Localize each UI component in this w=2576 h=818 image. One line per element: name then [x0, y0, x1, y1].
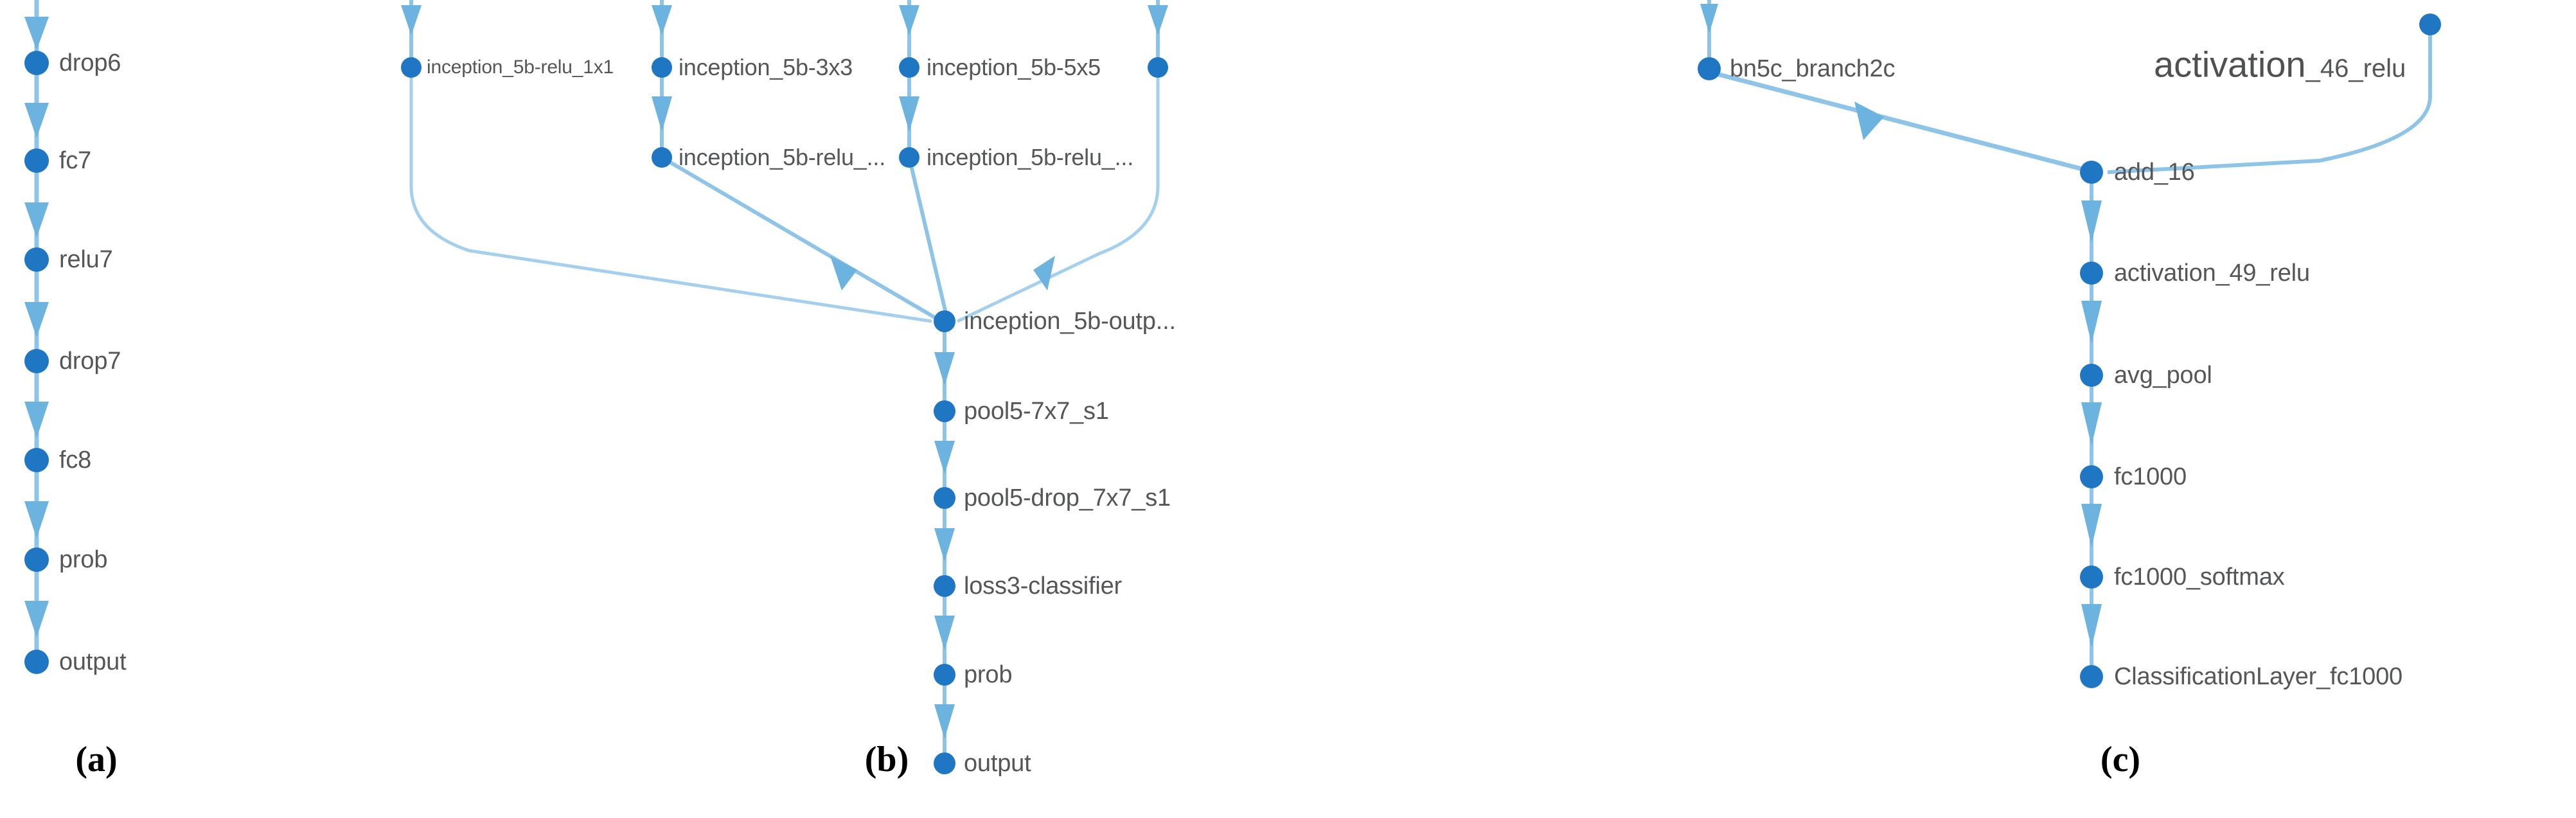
arrowhead-activation49-avgpool — [2081, 301, 2102, 344]
node-label-pool5-7x7s1: pool5-7x7_s1 — [964, 398, 1109, 425]
node-avgpool-dot — [2080, 364, 2103, 387]
node-label-inception5b-5x5: inception_5b-5x5 — [927, 54, 1101, 80]
node-fc1000-softmax-dot — [2080, 565, 2103, 589]
edge-relu3x3-output — [661, 156, 943, 323]
panel-a-nodes — [24, 51, 49, 674]
node-label-drop6: drop6 — [59, 49, 121, 76]
node-label-inception5b-output: inception_5b-outp... — [964, 308, 1176, 335]
node-label-activation49-relu: activation_49_relu — [2114, 260, 2310, 287]
node-prob-dot — [24, 547, 49, 572]
arrowhead-bn5c-add16 — [1854, 102, 1884, 140]
panel-b-caption: (b) — [864, 740, 909, 779]
node-drop7-dot — [24, 349, 49, 373]
edge-pool-to-output — [956, 67, 1160, 323]
node-fc1000-dot — [2080, 465, 2103, 488]
node-label-bn5c-branch2c: bn5c_branch2c — [1730, 55, 1896, 82]
node-label-add16: add_16 — [2114, 159, 2195, 186]
panel-a-arrowheads — [24, 17, 49, 637]
panel-b: inception_5b-relu_1x1 inception_5b-3x3 i… — [398, 0, 1671, 818]
node-label-inception5b-3x3: inception_5b-3x3 — [679, 54, 853, 80]
node-label-drop7: drop7 — [59, 348, 121, 375]
arrowhead-in-pool — [1148, 5, 1168, 35]
node-label-prob: prob — [964, 661, 1013, 688]
panel-b-arrowheads — [401, 5, 1168, 739]
arrowhead-add16-activation49 — [2081, 200, 2102, 243]
node-inception5b-relu1x1-dot — [401, 57, 422, 78]
node-activation49-relu-dot — [2080, 262, 2103, 285]
arrowhead-avgpool-fc1000 — [2081, 402, 2102, 446]
arrowhead-softmax-classification — [2081, 604, 2102, 648]
node-inception5b-relu3x3-dot — [652, 147, 672, 168]
node-prob-dot — [934, 664, 955, 686]
node-label-fc1000: fc1000 — [2114, 463, 2187, 490]
node-label-fc8: fc8 — [59, 447, 92, 474]
node-label-fc1000-softmax: fc1000_softmax — [2114, 564, 2285, 591]
node-label-inception5b-relu3x3: inception_5b-relu_... — [679, 144, 886, 170]
node-add16-dot — [2080, 161, 2103, 184]
panel-c: bn5c_branch2c activation_46_relu add_16 … — [1671, 0, 2576, 818]
node-output-dot — [24, 650, 49, 674]
node-output-dot — [934, 752, 955, 774]
node-fc7-dot — [24, 148, 49, 173]
arrowhead-fc1000-softmax — [2081, 504, 2102, 547]
node-pool5-drop-dot — [934, 487, 955, 509]
node-label-inception5b-relu5x5: inception_5b-relu_... — [927, 144, 1134, 170]
edge-bn5c-add16 — [1709, 69, 2088, 173]
node-relu7-dot — [24, 247, 49, 272]
node-label-inception5b-relu1x1: inception_5b-relu_1x1 — [427, 57, 614, 78]
node-inception5b-3x3-dot — [652, 57, 672, 78]
arrowhead-3x3-relu — [652, 96, 672, 132]
node-activation46-relu-dot — [2419, 13, 2441, 35]
node-inception5b-pool-dot — [1148, 57, 1168, 78]
node-label-pool5-drop: pool5-drop_7x7_s1 — [964, 485, 1171, 511]
edge-relu5x5-output — [907, 157, 950, 322]
panel-c-graph — [1698, 0, 2441, 688]
node-label-loss3-classifier: loss3-classifier — [964, 573, 1122, 600]
node-bn5c-branch2c-dot — [1698, 57, 1721, 80]
node-label-output: output — [59, 648, 127, 675]
panel-b-nodes — [401, 57, 1168, 774]
node-fc8-dot — [24, 448, 49, 472]
edge-activation46-add16 — [2107, 26, 2432, 174]
panel-c-arrowheads — [1700, 4, 2102, 648]
node-label-relu7: relu7 — [59, 246, 113, 273]
panel-c-caption: (c) — [2100, 740, 2141, 779]
node-label-classificationlayer-fc1000: ClassificationLayer_fc1000 — [2114, 663, 2403, 690]
arrowhead-in-3x3 — [652, 5, 672, 35]
node-label-avgpool: avg_pool — [2114, 362, 2212, 389]
activation46-label-suffix: _46_relu — [2305, 54, 2406, 83]
panel-b-graph — [401, 0, 1168, 774]
arrowhead-in-5x5 — [899, 5, 919, 35]
node-inception5b-output-dot — [934, 310, 955, 332]
arrowhead-loss3-prob — [934, 616, 955, 650]
node-loss3-classifier-dot — [934, 575, 955, 597]
arrowhead-relu5x5-output — [1033, 256, 1055, 290]
arrowhead-pool5-pool5drop — [934, 441, 955, 474]
node-label-fc7: fc7 — [59, 147, 92, 174]
node-classificationlayer-dot — [2080, 665, 2103, 688]
panel-a-caption: (a) — [75, 740, 118, 779]
panel-a-graph — [24, 0, 49, 674]
arrowhead-in-bn5c — [1700, 4, 1718, 33]
arrowhead-prob-output — [934, 704, 955, 739]
node-pool5-7x7s1-dot — [934, 400, 955, 422]
arrowhead-in-relu1x1 — [401, 5, 422, 35]
node-inception5b-5x5-dot — [899, 57, 919, 78]
panel-b-edges — [409, 0, 1160, 763]
panel-c-nodes — [1698, 13, 2441, 688]
node-label-prob: prob — [59, 546, 108, 573]
arrowhead-pool5drop-loss3 — [934, 528, 955, 562]
panel-a: drop6 fc7 relu7 drop7 fc8 prob output (a… — [0, 0, 398, 818]
node-label-activation46-relu: activation_46_relu — [2154, 44, 2406, 85]
node-label-output: output — [964, 750, 1031, 777]
arrowhead-relu3x3-output — [830, 256, 857, 290]
arrowhead-output-pool5 — [934, 352, 955, 386]
panel-c-edges — [1707, 0, 2432, 677]
arrowhead-5x5-relu — [899, 96, 919, 132]
node-drop6-dot — [24, 51, 49, 75]
node-inception5b-relu5x5-dot — [899, 147, 919, 168]
activation46-label-primary: activation — [2154, 44, 2306, 85]
edge-relu1x1-to-output — [409, 67, 932, 323]
